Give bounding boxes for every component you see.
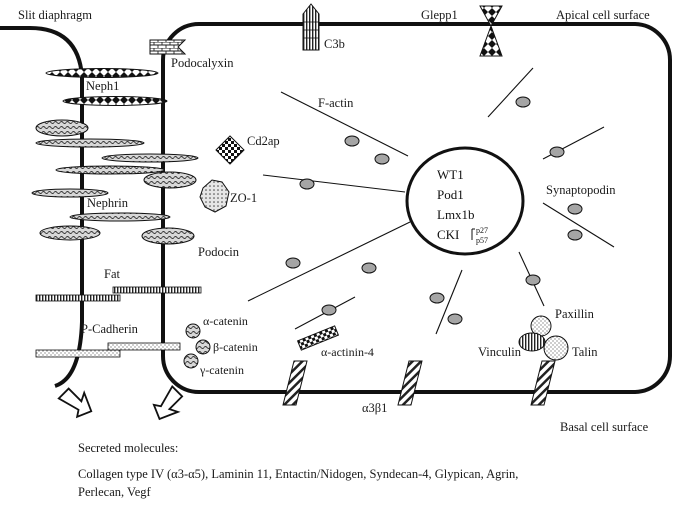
c3b-shape	[302, 3, 320, 51]
nephrin-strands	[31, 188, 195, 245]
catenin-circles	[183, 323, 211, 369]
cd2ap-shape	[215, 135, 245, 165]
label-podocin: Podocin	[198, 245, 240, 259]
neph1-strands	[45, 68, 168, 106]
integrins	[282, 360, 556, 406]
f-actin-filaments	[247, 67, 615, 335]
secreted-title: Secreted molecules:	[78, 441, 179, 455]
right-podocyte-outline	[161, 22, 672, 394]
label-nephrin: Nephrin	[87, 196, 129, 210]
label-slit-diaphragm: Slit diaphragm	[18, 8, 92, 22]
secretion-arrow-left	[57, 387, 93, 419]
nucleus-cki-p57: p57	[476, 236, 488, 245]
label-zo1: ZO-1	[230, 191, 257, 205]
label-podocalyxin: Podocalyxin	[171, 56, 234, 70]
label-basal-surface: Basal cell surface	[560, 420, 649, 434]
alpha-actinin4-shape	[296, 325, 340, 351]
nucleus-pod1: Pod1	[437, 187, 464, 202]
label-alpha-catenin: α-catenin	[203, 314, 248, 328]
cki-bracket	[471, 228, 475, 240]
label-beta-catenin: β-catenin	[213, 340, 258, 354]
label-f-actin: F-actin	[318, 96, 354, 110]
secreted-line1: Collagen type IV (α3-α5), Laminin 11, En…	[78, 467, 519, 481]
glepp1-shape	[479, 5, 503, 57]
label-neph1: Neph1	[86, 79, 119, 93]
fat-strands	[35, 286, 202, 302]
label-talin: Talin	[572, 345, 598, 359]
nucleus-wt1: WT1	[437, 167, 464, 182]
focal-adhesion	[518, 315, 569, 361]
label-fat: Fat	[104, 267, 121, 281]
label-p-cadherin: P-Cadherin	[81, 322, 139, 336]
secretion-arrow-right	[152, 384, 184, 421]
podocalyxin-shape	[149, 39, 187, 55]
label-vinculin: Vinculin	[478, 345, 522, 359]
label-alpha-actinin4: α-actinin-4	[321, 345, 374, 359]
nucleus	[405, 146, 525, 256]
label-gamma-catenin: γ-catenin	[199, 363, 244, 377]
secretion-arrows	[57, 384, 184, 421]
p-cadherin-strands	[35, 342, 181, 358]
nucleus-lmx1b: Lmx1b	[437, 207, 475, 222]
nucleus-cki-p27: p27	[476, 226, 488, 235]
label-paxillin: Paxillin	[555, 307, 595, 321]
slit-ovals	[35, 119, 197, 189]
label-c3b: C3b	[324, 37, 345, 51]
label-glepp1: Glepp1	[421, 8, 458, 22]
actin-granules	[285, 96, 583, 325]
secreted-line2: Perlecan, Vegf	[78, 485, 151, 499]
left-podocyte-outline	[0, 26, 84, 388]
mid-strands	[35, 138, 199, 175]
label-cd2ap: Cd2ap	[247, 134, 280, 148]
label-synaptopodin: Synaptopodin	[546, 183, 616, 197]
zo1-shape	[199, 179, 230, 213]
label-integrin: α3β1	[362, 401, 387, 415]
label-apical-surface: Apical cell surface	[556, 8, 650, 22]
nucleus-cki: CKI	[437, 227, 459, 242]
